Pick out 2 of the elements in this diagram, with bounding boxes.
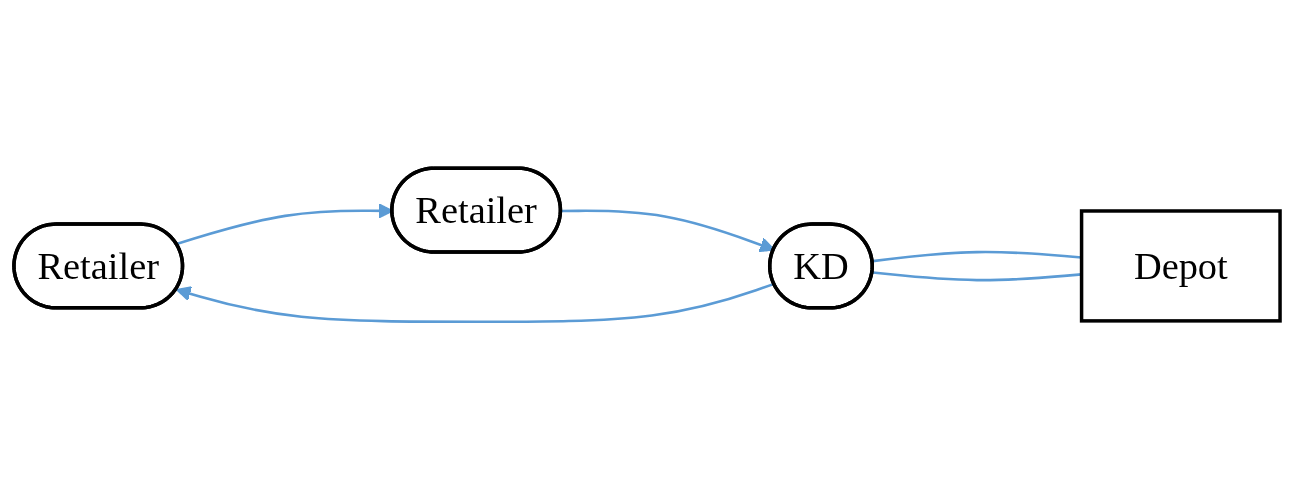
node-box: Depot: [1079, 209, 1282, 323]
arrow: [561, 209, 775, 253]
